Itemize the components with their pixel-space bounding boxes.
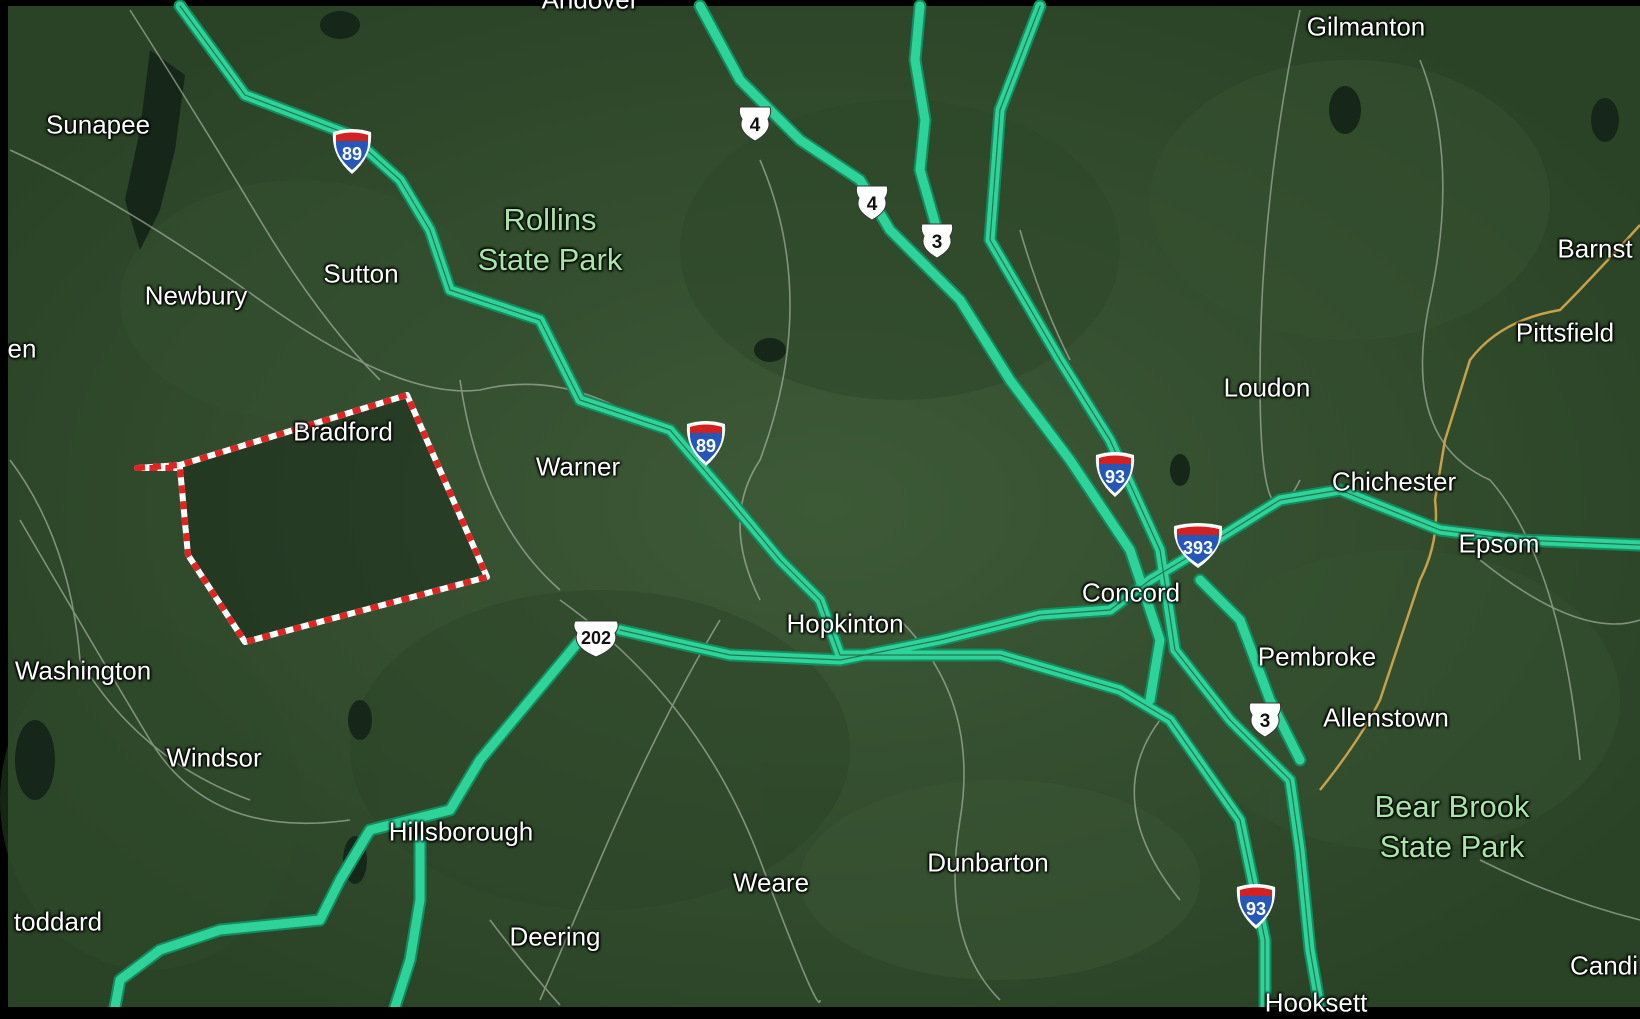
park-label-line2: State Park xyxy=(1379,829,1525,864)
shield-number: 93 xyxy=(1105,467,1125,487)
shield-number: 89 xyxy=(696,436,716,456)
highways xyxy=(108,0,1640,1007)
park-label-line2: State Park xyxy=(477,242,623,277)
town-label-hopkinton: Hopkinton xyxy=(786,608,904,639)
shield-number: 202 xyxy=(581,628,611,648)
park-label-rollins: Rollins State Park xyxy=(478,200,623,280)
town-label-stoddard: toddard xyxy=(13,906,103,937)
town-label-pittsfield: Pittsfield xyxy=(1515,317,1615,348)
park-label-bear-brook: Bear Brook State Park xyxy=(1374,787,1529,867)
town-label-weare: Weare xyxy=(732,867,810,898)
town-label-concord: Concord xyxy=(1081,577,1181,608)
shield-number: 3 xyxy=(1260,711,1271,732)
town-label-deering: Deering xyxy=(509,921,601,952)
shield-number: 4 xyxy=(867,194,878,215)
town-label-windsor: Windsor xyxy=(166,742,262,773)
town-label-allenstown: Allenstown xyxy=(1323,702,1449,733)
town-label-loudon: Loudon xyxy=(1223,372,1311,403)
route-28 xyxy=(1319,224,1640,791)
town-label-pembroke: Pembroke xyxy=(1257,641,1377,672)
interstate-393-shield[interactable]: 393 xyxy=(1170,520,1226,570)
park-label-line1: Rollins xyxy=(503,202,597,237)
town-label-gilmanton: Gilmanton xyxy=(1306,11,1426,42)
park-label-line1: Bear Brook xyxy=(1374,789,1530,824)
town-label-sutton: Sutton xyxy=(323,258,399,289)
town-label-warner: Warner xyxy=(535,451,621,482)
town-label-bradford: Bradford xyxy=(293,416,393,447)
us-route-4-shield[interactable]: 4 xyxy=(852,182,892,222)
interstate-89-shield[interactable]: 89 xyxy=(683,418,729,468)
town-label-andover: Andover xyxy=(542,0,639,16)
town-label-dunbarton: Dunbarton xyxy=(927,847,1049,878)
interstate-93-shield[interactable]: 93 xyxy=(1092,449,1138,499)
town-label-hillsborough: Hillsborough xyxy=(388,816,534,847)
selected-area-boundary-dash xyxy=(134,392,490,645)
shield-number: 393 xyxy=(1183,538,1213,558)
town-label-sunapee: Sunapee xyxy=(45,109,151,140)
town-label-chichester: Chichester xyxy=(1331,466,1457,497)
town-label-candia: Candi xyxy=(1570,950,1638,981)
us-route-4-shield[interactable]: 4 xyxy=(735,103,775,143)
shield-number: 93 xyxy=(1246,899,1266,919)
town-label-washington: Washington xyxy=(14,655,152,686)
lakes xyxy=(15,11,1619,884)
interstate-89-shield[interactable]: 89 xyxy=(329,126,375,176)
us-route-3-shield[interactable]: 3 xyxy=(917,220,957,260)
town-label-barnstead: Barnst xyxy=(1557,233,1633,264)
terrain-texture xyxy=(0,60,1620,980)
shield-number: 3 xyxy=(932,232,943,253)
shield-number: 4 xyxy=(750,115,761,136)
us-route-3-shield[interactable]: 3 xyxy=(1245,699,1285,739)
town-label-hooksett: Hooksett xyxy=(1264,987,1368,1018)
shield-number: 89 xyxy=(342,144,362,164)
town-label-epsom: Epsom xyxy=(1458,528,1540,559)
interstate-93-shield[interactable]: 93 xyxy=(1233,881,1279,931)
us-route-202-shield[interactable]: 202 xyxy=(570,617,622,659)
town-label-left-edge: en xyxy=(7,333,37,364)
town-label-newbury: Newbury xyxy=(144,280,248,311)
